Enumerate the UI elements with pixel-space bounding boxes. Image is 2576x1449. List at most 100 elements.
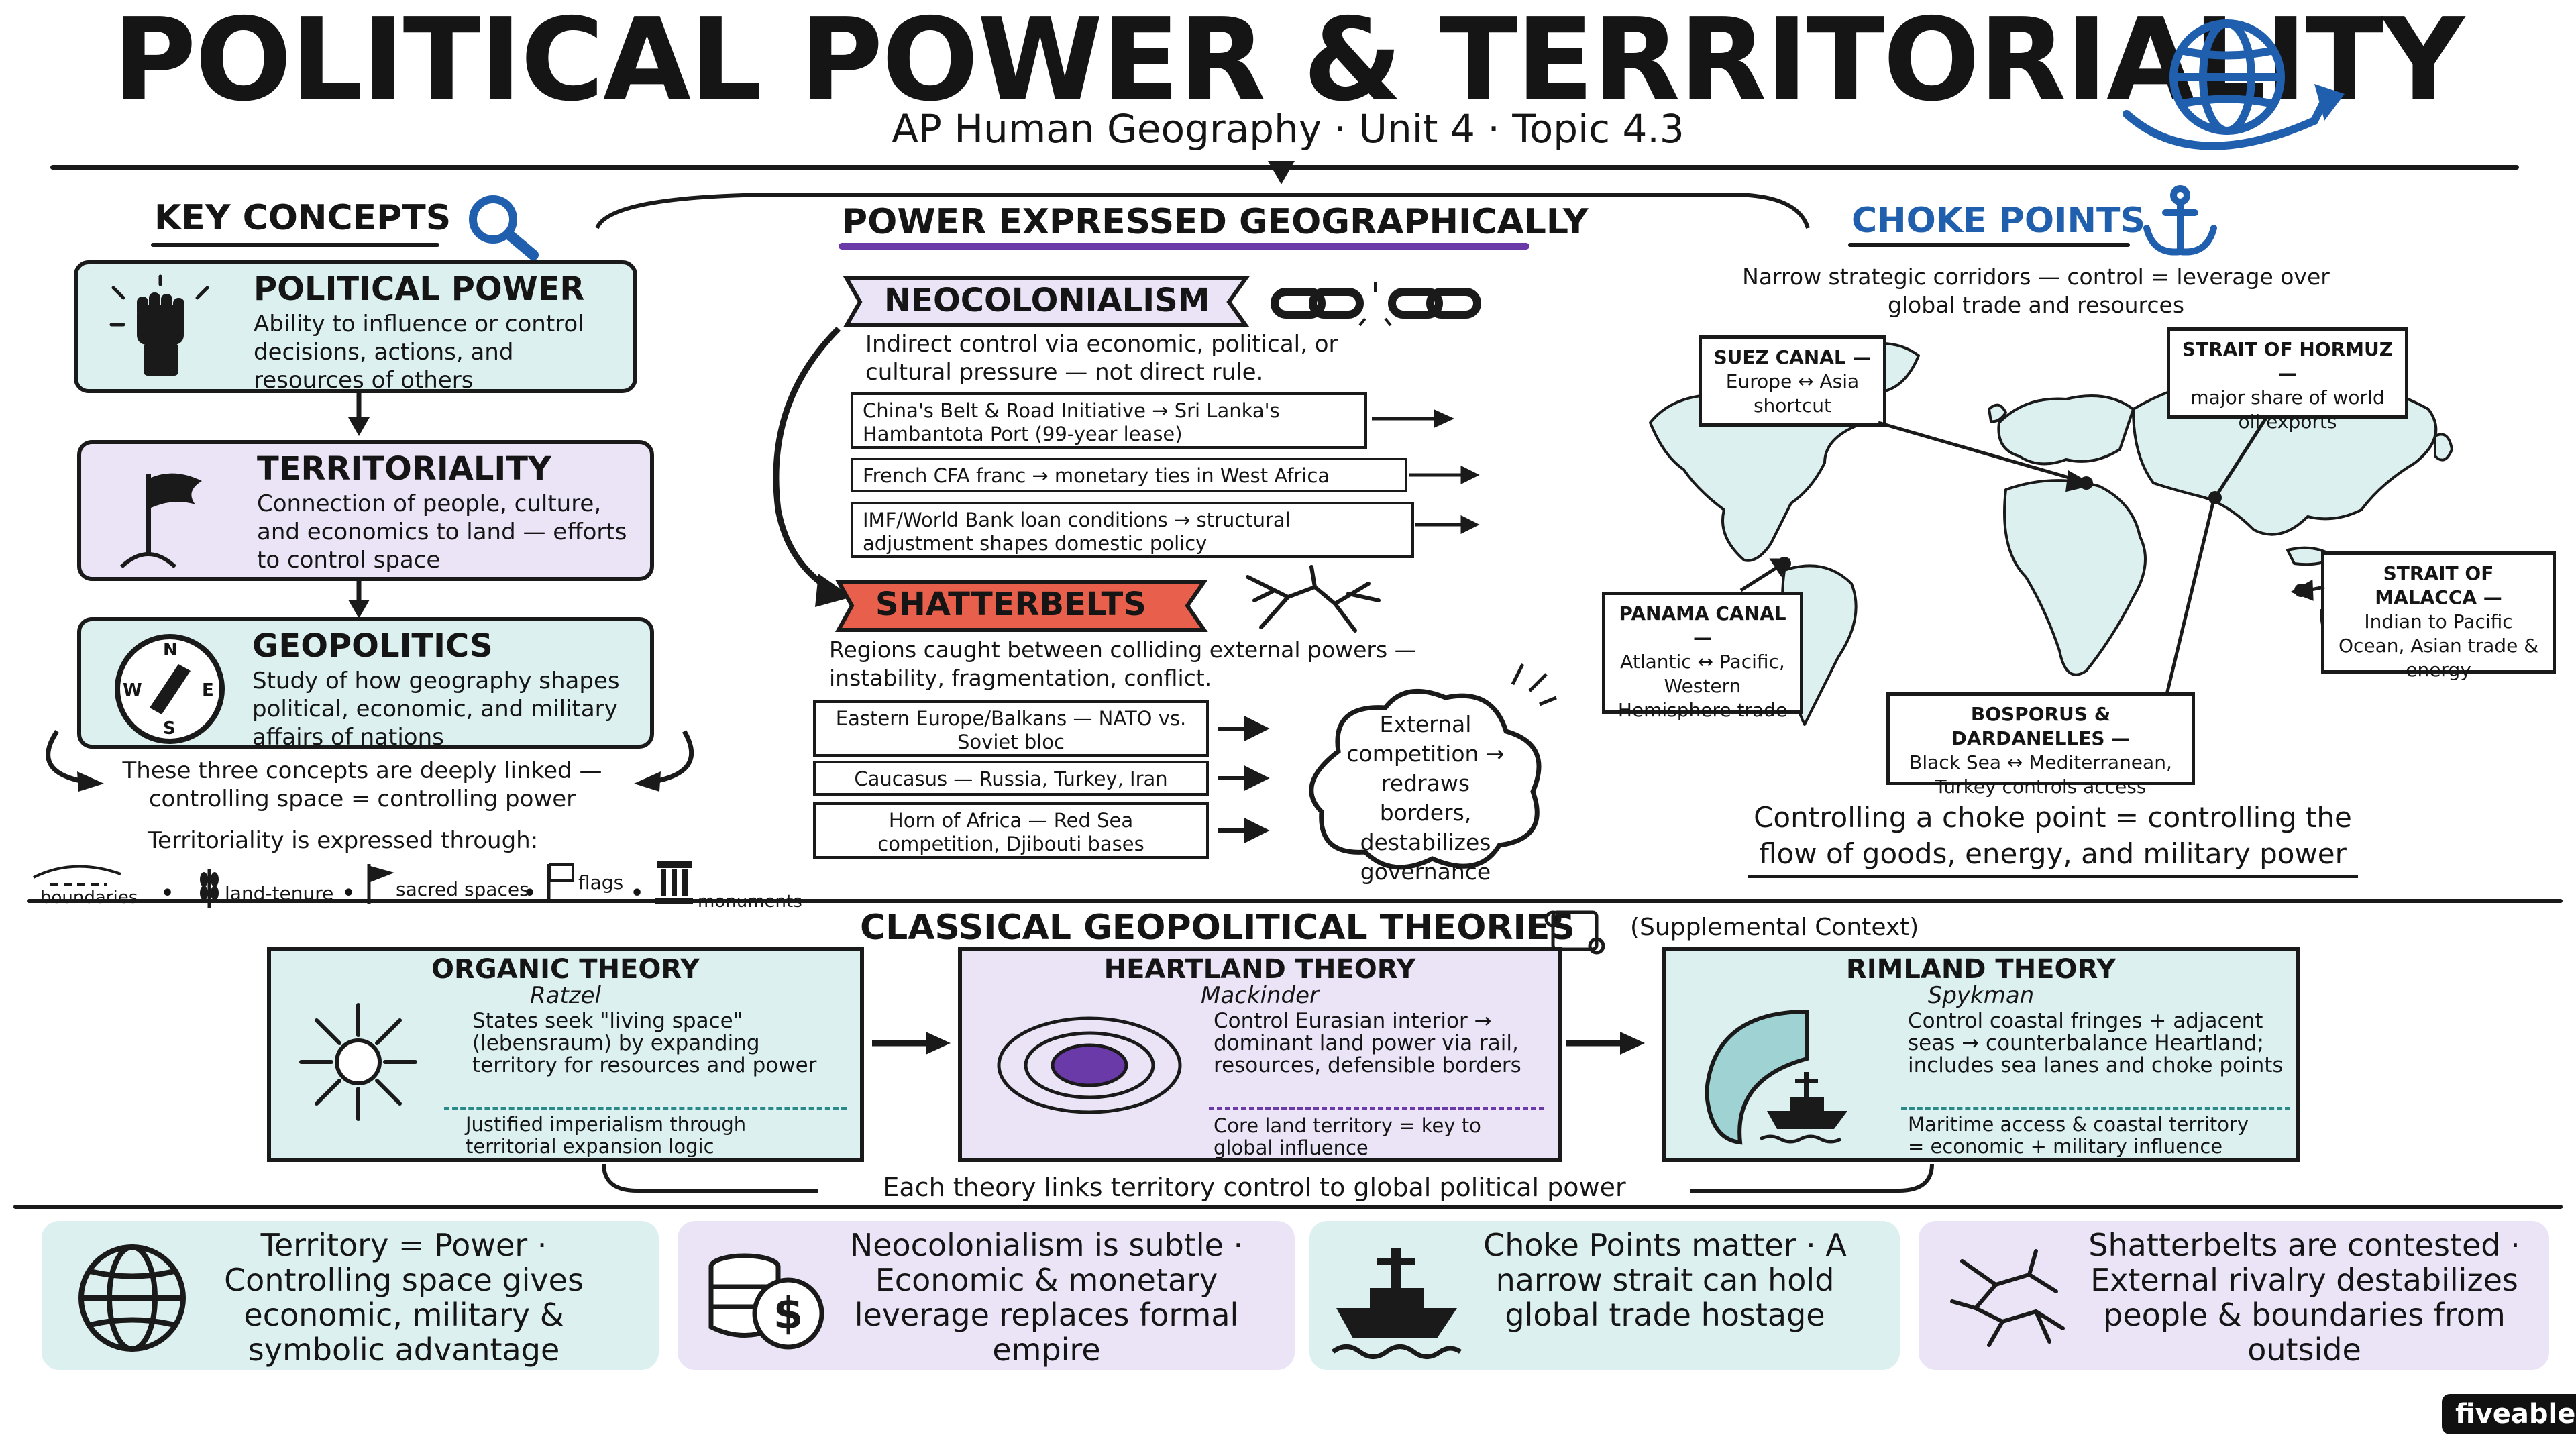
compass-w: W bbox=[123, 680, 142, 700]
flag-on-hill-icon bbox=[119, 473, 202, 569]
political-power-text: Ability to influence or control decision… bbox=[254, 311, 584, 394]
rimland-theory-author: Spykman bbox=[1927, 982, 2035, 1009]
power-expressed-heading: POWER EXPRESSED GEOGRAPHICALLY bbox=[842, 202, 1589, 242]
takeaway-territory: Territory = Power · Controlling space gi… bbox=[42, 1221, 659, 1370]
heartland-theory-dash bbox=[1209, 1107, 1544, 1110]
globe-arrow-icon bbox=[2123, 19, 2345, 150]
compass-n: N bbox=[163, 640, 178, 660]
boundaries-icon bbox=[33, 865, 121, 885]
shatterbelts-banner bbox=[835, 580, 1208, 632]
takeaway-choke-points-text: Choke Points matter · A narrow strait ca… bbox=[1483, 1227, 1847, 1333]
bosporus-text: Black Sea ↔ Mediterranean, Turkey contro… bbox=[1909, 751, 2172, 798]
crack-icon bbox=[1950, 1249, 2065, 1347]
panama-name: PANAMA CANAL — bbox=[1619, 602, 1786, 649]
crescent-ship-icon bbox=[1704, 1009, 1847, 1145]
geopolitics-title: GEOPOLITICS bbox=[252, 627, 493, 665]
takeaway-territory-text: Territory = Power · Controlling space gi… bbox=[224, 1227, 584, 1368]
key-concepts-underline bbox=[151, 243, 439, 247]
bosporus-name: BOSPORUS & DARDANELLES — bbox=[1951, 703, 2131, 749]
choke-points-underline bbox=[1848, 243, 2130, 247]
expressed-boundaries: boundaries bbox=[40, 888, 138, 908]
shatter-example-arrows bbox=[1218, 716, 1270, 843]
panama-callout: PANAMA CANAL — Atlantic ↔ Pacific, Weste… bbox=[1602, 592, 1803, 721]
geopolitics-card: N S E W GEOPOLITICS Study of how geograp… bbox=[77, 617, 654, 751]
territoriality-card: TERRITORIALITY Connection of people, cul… bbox=[77, 440, 654, 581]
theories-link-note: Each theory links territory control to g… bbox=[818, 1171, 1690, 1203]
power-expressed-underline bbox=[839, 243, 1529, 250]
organic-theory-title: ORGANIC THEORY bbox=[431, 954, 700, 985]
political-power-title: POLITICAL POWER bbox=[254, 270, 585, 308]
choke-leader-lines bbox=[1739, 415, 2325, 695]
theory-arrow-1 bbox=[872, 1032, 951, 1055]
shatterbelts-definition: Regions caught between colliding externa… bbox=[829, 637, 1417, 691]
coins-icon: $ bbox=[708, 1253, 824, 1350]
bosporus-callout: BOSPORUS & DARDANELLES — Black Sea ↔ Med… bbox=[1886, 692, 2195, 798]
takeaway-neocolonialism-text: Neocolonialism is subtle · Economic & mo… bbox=[849, 1227, 1244, 1368]
rimland-theory-note: Maritime access & coastal territory = ec… bbox=[1908, 1113, 2249, 1158]
raised-fist-icon bbox=[109, 274, 209, 376]
compass-s: S bbox=[163, 718, 176, 739]
choke-points-intro: Narrow strategic corridors — control = l… bbox=[1742, 264, 2330, 318]
organic-theory-note: Justified imperialism through territoria… bbox=[466, 1113, 747, 1158]
rimland-theory-text: Control coastal fringes + adjacent seas … bbox=[1908, 1009, 2284, 1077]
heartland-theory-note: Core land territory = key to global infl… bbox=[1214, 1114, 1481, 1159]
page-title: POLITICAL POWER & TERRITORIALITY bbox=[112, 0, 2465, 127]
theory-arrow-2 bbox=[1566, 1032, 1645, 1055]
expressed-sacred-spaces: sacred spaces bbox=[396, 878, 529, 900]
neo-example-2: French CFA franc → monetary ties in West… bbox=[851, 458, 1407, 492]
hormuz-name: STRAIT OF HORMUZ — bbox=[2182, 338, 2394, 384]
organic-theory-dash bbox=[444, 1107, 847, 1110]
svg-text:$: $ bbox=[773, 1289, 804, 1339]
heartland-theory-text: Control Eurasian interior → dominant lan… bbox=[1214, 1009, 1521, 1077]
shatter-example-3: Horn of Africa — Red Sea competition, Dj… bbox=[813, 802, 1209, 859]
neocolonialism-label: NEOCOLONIALISM bbox=[884, 282, 1210, 319]
compass-icon bbox=[115, 634, 225, 744]
neo-example-3: IMF/World Bank loan conditions → structu… bbox=[851, 502, 1414, 558]
takeaway-shatterbelts: Shatterbelts are contested · External ri… bbox=[1919, 1221, 2549, 1370]
takeaway-shatterbelts-text: Shatterbelts are contested · External ri… bbox=[2088, 1227, 2520, 1368]
brand-badge: fiveable bbox=[2442, 1394, 2576, 1434]
neo-example-arrows bbox=[1372, 409, 1480, 535]
territoriality-title: TERRITORIALITY bbox=[257, 450, 551, 488]
shatter-example-1: Eastern Europe/Balkans — NATO vs. Soviet… bbox=[813, 700, 1209, 757]
external-competition-cloud bbox=[1309, 663, 1557, 870]
malacca-callout: STRAIT OF MALACCA — Indian to Pacific Oc… bbox=[2321, 551, 2556, 681]
external-competition-text: External competition → redraws borders, … bbox=[1346, 711, 1505, 885]
theories-context: (Supplemental Context) bbox=[1630, 914, 1919, 941]
geopolitics-text: Study of how geography shapes political,… bbox=[252, 667, 620, 751]
political-power-card: POLITICAL POWER Ability to influence or … bbox=[74, 260, 637, 394]
expressed-flags: flags bbox=[578, 871, 624, 894]
down-arrow-1 bbox=[348, 393, 370, 436]
heartland-theory-title: HEARTLAND THEORY bbox=[1104, 954, 1416, 985]
neocolonialism-banner bbox=[843, 276, 1250, 327]
malacca-text: Indian to Pacific Ocean, Asian trade & e… bbox=[2338, 610, 2539, 681]
power-bracket-line bbox=[595, 193, 1810, 229]
scroll-icon bbox=[1544, 910, 1605, 955]
linked-note: These three concepts are deeply linked —… bbox=[122, 757, 602, 812]
suez-callout: SUEZ CANAL — Europe ↔ Asia shortcut bbox=[1699, 335, 1886, 427]
rimland-theory-title: RIMLAND THEORY bbox=[1845, 954, 2116, 985]
concentric-rings-icon bbox=[997, 1016, 1182, 1114]
key-concepts-heading: KEY CONCEPTS bbox=[154, 198, 451, 238]
choke-summary-underline bbox=[1748, 875, 2358, 878]
crack-burst-icon bbox=[1246, 565, 1381, 633]
page-subtitle: AP Human Geography · Unit 4 · Topic 4.3 bbox=[892, 106, 1684, 152]
compass-e: E bbox=[202, 680, 214, 700]
takeaway-neocolonialism: $ Neocolonialism is subtle · Economic & … bbox=[678, 1221, 1295, 1370]
globe-icon bbox=[78, 1244, 186, 1352]
heartland-theory-author: Mackinder bbox=[1200, 982, 1320, 1009]
shatterbelts-label: SHATTERBELTS bbox=[875, 586, 1146, 623]
takeaway-choke-points: Choke Points matter · A narrow strait ca… bbox=[1309, 1221, 1900, 1370]
ship-icon bbox=[1331, 1248, 1462, 1359]
theories-heading: CLASSICAL GEOPOLITICAL THEORIES bbox=[860, 908, 1575, 948]
brand-text: fiveable bbox=[2455, 1399, 2576, 1430]
chain-icon bbox=[1271, 282, 1481, 327]
choke-points-summary: Controlling a choke point = controlling … bbox=[1754, 801, 2352, 870]
panama-text: Atlantic ↔ Pacific, Western Hemisphere t… bbox=[1617, 651, 1788, 721]
organic-theory-text: States seek "living space" (lebensraum) … bbox=[472, 1009, 817, 1077]
neocolonialism-definition: Indirect control via economic, political… bbox=[865, 331, 1338, 386]
rimland-theory-card: RIMLAND THEORY Spykman Control coastal f… bbox=[1662, 947, 2300, 1162]
flags-icon bbox=[547, 863, 574, 900]
radiating-arrows-icon bbox=[299, 1003, 417, 1121]
choke-points-heading: CHOKE POINTS bbox=[1851, 201, 2145, 241]
